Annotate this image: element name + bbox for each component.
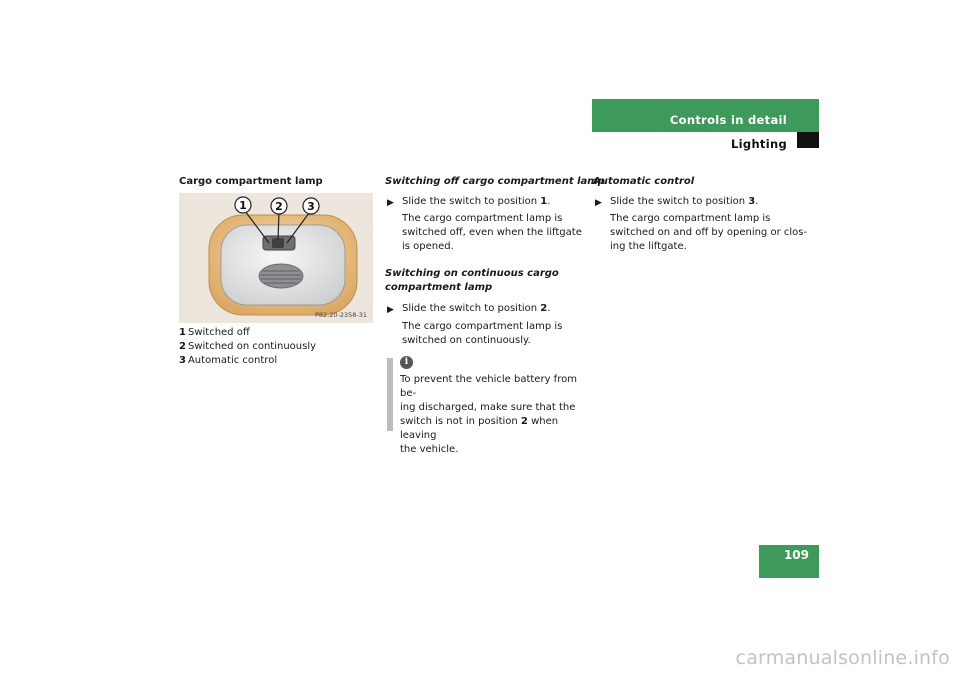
svg-text:3: 3 [307,200,315,213]
figure-code: P82.20-2358-31 [314,311,367,319]
continuous-step: ▶ Slide the switch to position 2. [387,303,551,315]
section-title: Controls in detail [669,113,787,127]
switch-off-step: ▶ Slide the switch to position 1. [387,196,551,208]
svg-text:2: 2 [275,200,283,213]
switch-off-heading: Switching off cargo compartment lamp [385,176,605,187]
info-icon: i [400,356,413,369]
watermark: carmanualsonline.info [735,647,950,669]
step-arrow-icon: ▶ [595,198,602,208]
switch-off-result: The cargo compartment lamp is switched o… [402,213,582,252]
continuous-result: The cargo compartment lamp is switched o… [402,321,563,346]
callout-1: 1 [234,196,252,214]
note-bar [387,358,393,431]
subtitle-marker [797,132,819,148]
automatic-heading: Automatic control [593,176,695,187]
callout-3: 3 [302,197,320,215]
step-arrow-icon: ▶ [387,198,394,208]
continuous-heading: Switching on continuous cargo compartmen… [385,268,559,293]
section-subtitle: Lighting [731,137,787,151]
page-number-box [759,545,819,578]
automatic-step: ▶ Slide the switch to position 3. [595,196,759,208]
cargo-lamp-heading: Cargo compartment lamp [179,176,323,187]
cargo-lamp-illustration: 1 2 3 [179,193,373,323]
svg-text:1: 1 [239,199,247,212]
callout-2: 2 [270,197,288,215]
battery-note: To prevent the vehicle battery from be- … [400,374,577,455]
automatic-result: The cargo compartment lamp is switched o… [610,213,808,252]
cargo-lamp-figure: 1 2 3 P82.20-2358-31 [179,193,373,323]
header-band [592,99,819,132]
step-arrow-icon: ▶ [387,305,394,315]
page-number: 109 [783,548,809,562]
